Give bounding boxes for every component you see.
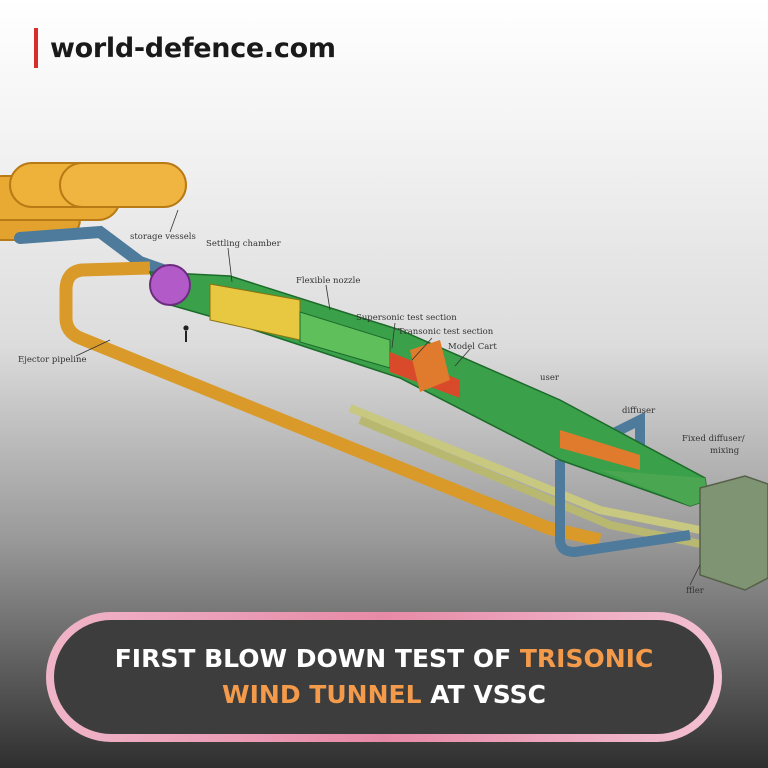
person-figure bbox=[183, 325, 189, 342]
brand-accent-bar bbox=[34, 28, 38, 68]
label-ejector-pipeline: Ejector pipeline bbox=[18, 355, 87, 365]
label-model-cart: Model Cart bbox=[448, 342, 497, 352]
muffler-block bbox=[699, 475, 768, 591]
label-supersonic-test-section: Supersonic test section bbox=[356, 313, 457, 323]
label-user: user bbox=[540, 373, 560, 383]
ejector-pipeline bbox=[59, 261, 602, 547]
label-fixed-diffuser: Fixed diffuser/ bbox=[682, 434, 745, 444]
label-transonic-test-section: Transonic test section bbox=[398, 327, 494, 337]
label-flexible-nozzle: Flexible nozzle bbox=[296, 276, 360, 286]
label-diffuser: diffuser bbox=[622, 406, 656, 416]
tunnel-body bbox=[148, 264, 709, 507]
label-storage-vessels: storage vessels bbox=[130, 232, 196, 242]
headline-highlight: TRISONIC WIND TUNNEL bbox=[222, 644, 654, 709]
headline-banner-inner: FIRST BLOW DOWN TEST OF TRISONIC WIND TU… bbox=[54, 620, 714, 734]
brand-site-name: world-defence.com bbox=[50, 32, 336, 64]
headline-part-2: AT VSSC bbox=[421, 680, 546, 709]
headline-banner: FIRST BLOW DOWN TEST OF TRISONIC WIND TU… bbox=[46, 612, 722, 742]
storage-vessels bbox=[0, 162, 187, 241]
brand-header: world-defence.com bbox=[34, 28, 336, 68]
label-settling-chamber: Settling chamber bbox=[206, 239, 282, 249]
label-muffler: ffler bbox=[686, 586, 705, 596]
headline-part-1: FIRST BLOW DOWN TEST OF bbox=[114, 644, 520, 673]
label-mixing: mixing bbox=[710, 446, 740, 456]
headline-text: FIRST BLOW DOWN TEST OF TRISONIC WIND TU… bbox=[89, 641, 679, 713]
